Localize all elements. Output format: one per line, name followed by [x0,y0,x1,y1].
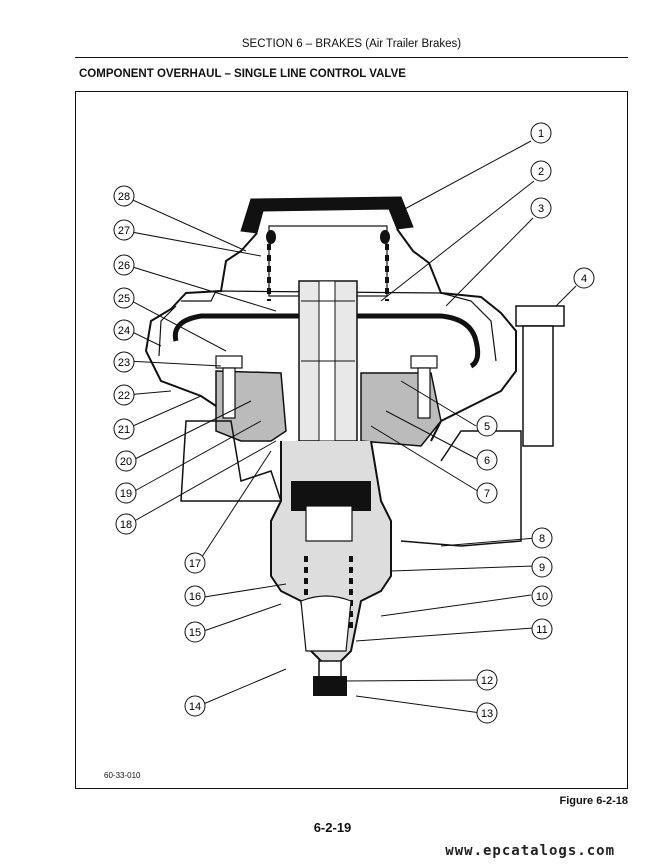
header-title: SECTION 6 – BRAKES (Air Trailer Brakes) [241,38,462,50]
upper-spring [267,233,389,301]
callout-20: 20 [115,450,137,472]
svg-text:3: 3 [538,203,544,215]
callout-23: 23 [113,351,135,373]
svg-text:12: 12 [481,675,493,687]
figure-code: 60-33-010 [104,771,141,780]
svg-text:26: 26 [118,260,130,272]
callout-14: 14 [184,695,206,717]
callout-6: 6 [476,449,498,471]
svg-text:27: 27 [118,225,130,237]
page-number: 6-2-19 [313,820,352,835]
callout-24: 24 [113,319,135,341]
callout-16: 16 [184,585,206,607]
figure-frame: 1 2 3 4 5 6 7 8 9 10 11 12 13 14 15 16 1… [75,91,628,789]
svg-text:28: 28 [118,191,130,203]
svg-text:20: 20 [120,456,132,468]
svg-text:15: 15 [189,627,201,639]
callout-27: 27 [113,219,135,241]
svg-text:25: 25 [118,293,130,305]
svg-text:21: 21 [118,424,130,436]
callout-10: 10 [531,585,553,607]
svg-text:17: 17 [189,558,201,570]
callout-11: 11 [531,618,553,640]
callout-17: 17 [184,552,206,574]
callout-12: 12 [476,669,498,691]
svg-text:13: 13 [481,708,493,720]
svg-text:14: 14 [189,701,201,713]
svg-text:9: 9 [539,562,545,574]
bolt-shank [522,325,554,447]
svg-text:5: 5 [484,421,490,433]
callout-4: 4 [573,267,595,289]
svg-text:16: 16 [189,591,201,603]
callout-26: 26 [113,254,135,276]
callout-22: 22 [113,384,135,406]
callout-13: 13 [476,702,498,724]
callout-1: 1 [530,122,552,144]
page-header: SECTION 6 – BRAKES (Air Trailer Brakes) [75,38,628,58]
svg-text:22: 22 [118,390,130,402]
callout-21: 21 [113,418,135,440]
callout-25: 25 [113,287,135,309]
svg-text:7: 7 [484,488,490,500]
callout-3: 3 [530,197,552,219]
callout-28: 28 [113,185,135,207]
lower-spring [304,556,353,631]
figure-caption: Figure 6-2-18 [559,795,628,807]
watermark-link[interactable]: www.epcatalogs.com [445,843,615,859]
diaphragm [172,313,481,369]
svg-text:2: 2 [538,166,544,178]
header-rule [75,57,628,58]
svg-text:10: 10 [536,591,548,603]
svg-text:11: 11 [536,624,547,636]
callout-markers: 1 2 3 4 5 6 7 8 9 10 11 12 13 14 15 16 1… [113,122,595,724]
svg-text:6: 6 [484,455,490,467]
svg-text:24: 24 [118,325,130,337]
svg-text:18: 18 [120,519,132,531]
valve-cross-section-diagram: 1 2 3 4 5 6 7 8 9 10 11 12 13 14 15 16 1… [113,122,595,724]
callout-18: 18 [115,513,137,535]
svg-text:23: 23 [118,357,130,369]
svg-text:1: 1 [538,128,544,140]
section-title: COMPONENT OVERHAUL – SINGLE LINE CONTROL… [79,68,406,80]
callout-7: 7 [476,482,498,504]
bolt-head [515,305,565,327]
callout-2: 2 [530,160,552,182]
callout-8: 8 [531,527,553,549]
right-port [400,430,522,547]
svg-text:4: 4 [581,273,587,285]
callout-19: 19 [115,482,137,504]
callout-9: 9 [531,556,553,578]
svg-text:19: 19 [120,488,132,500]
callout-5: 5 [476,415,498,437]
housing-inner [158,290,497,362]
left-port [180,420,283,502]
svg-text:8: 8 [539,533,545,545]
callout-15: 15 [184,621,206,643]
inlet-valve [305,505,353,542]
